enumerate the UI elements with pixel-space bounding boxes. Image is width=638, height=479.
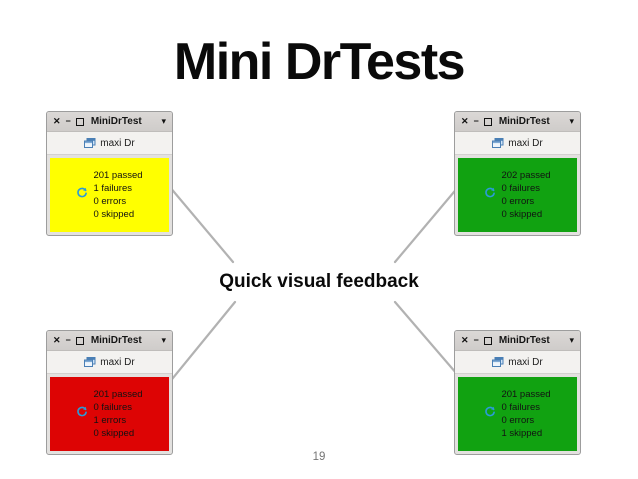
maxi-dr-label: maxi Dr — [508, 137, 543, 149]
maxi-dr-button[interactable]: maxi Dr — [47, 132, 172, 155]
test-stats: 201 passed 1 failures 0 errors 0 skipped — [93, 169, 142, 221]
minimize-icon[interactable]: − — [473, 335, 479, 345]
window-title: MiniDrTest — [90, 335, 142, 346]
test-stats: 201 passed 0 failures 0 errors 1 skipped — [501, 388, 550, 440]
stat-errors: 0 errors — [93, 196, 127, 207]
stat-failures: 0 failures — [93, 402, 132, 413]
center-callout: Quick visual feedback — [219, 271, 419, 292]
stat-failures: 0 failures — [501, 183, 540, 194]
status-panel: 201 passed 1 failures 0 errors 0 skipped — [50, 158, 169, 232]
chevron-down-icon[interactable]: ▾ — [161, 335, 166, 345]
minimize-icon[interactable]: − — [473, 116, 479, 126]
page-number: 19 — [312, 451, 326, 463]
stat-failures: 1 failures — [93, 183, 132, 194]
slide-title: Mini DrTests — [173, 33, 466, 91]
mini-drtest-window-bottom-left: ✕ − MiniDrTest ▾ maxi Dr 201 passed 0 fa… — [46, 330, 173, 455]
mini-drtest-window-top-left: ✕ − MiniDrTest ▾ maxi Dr 201 passed 1 fa… — [46, 111, 173, 236]
chevron-down-icon[interactable]: ▾ — [569, 116, 574, 126]
close-icon[interactable]: ✕ — [53, 116, 61, 126]
window-restore-icon — [492, 138, 504, 148]
window-title: MiniDrTest — [498, 335, 550, 346]
test-stats: 201 passed 0 failures 1 errors 0 skipped — [93, 388, 142, 440]
refresh-icon[interactable] — [484, 406, 496, 418]
maximize-icon[interactable] — [483, 117, 492, 126]
window-titlebar[interactable]: ✕ − MiniDrTest ▾ — [455, 112, 580, 132]
status-panel: 201 passed 0 failures 0 errors 1 skipped — [458, 377, 577, 451]
maximize-icon[interactable] — [75, 336, 84, 345]
window-restore-icon — [84, 357, 96, 367]
window-title: MiniDrTest — [498, 116, 550, 127]
stat-errors: 0 errors — [501, 415, 535, 426]
refresh-icon[interactable] — [76, 187, 88, 199]
close-icon[interactable]: ✕ — [461, 116, 469, 126]
stat-skipped: 0 skipped — [93, 209, 135, 220]
stat-skipped: 0 skipped — [501, 209, 543, 220]
close-icon[interactable]: ✕ — [53, 335, 61, 345]
chevron-down-icon[interactable]: ▾ — [161, 116, 166, 126]
stat-passed: 201 passed — [501, 389, 551, 400]
window-titlebar[interactable]: ✕ − MiniDrTest ▾ — [47, 112, 172, 132]
mini-drtest-window-bottom-right: ✕ − MiniDrTest ▾ maxi Dr 201 passed 0 fa… — [454, 330, 581, 455]
stat-errors: 0 errors — [501, 196, 535, 207]
status-panel: 201 passed 0 failures 1 errors 0 skipped — [50, 377, 169, 451]
window-restore-icon — [84, 138, 96, 148]
close-icon[interactable]: ✕ — [461, 335, 469, 345]
maxi-dr-label: maxi Dr — [100, 356, 135, 368]
maximize-icon[interactable] — [483, 336, 492, 345]
maximize-icon[interactable] — [75, 117, 84, 126]
stat-skipped: 1 skipped — [501, 428, 543, 439]
mini-drtest-window-top-right: ✕ − MiniDrTest ▾ maxi Dr 202 passed 0 fa… — [454, 111, 581, 236]
minimize-icon[interactable]: − — [65, 335, 71, 345]
maxi-dr-button[interactable]: maxi Dr — [47, 351, 172, 374]
status-panel: 202 passed 0 failures 0 errors 0 skipped — [458, 158, 577, 232]
stat-failures: 0 failures — [501, 402, 540, 413]
maxi-dr-button[interactable]: maxi Dr — [455, 351, 580, 374]
test-stats: 202 passed 0 failures 0 errors 0 skipped — [501, 169, 550, 221]
window-title: MiniDrTest — [90, 116, 142, 127]
window-titlebar[interactable]: ✕ − MiniDrTest ▾ — [455, 331, 580, 351]
window-restore-icon — [492, 357, 504, 367]
window-titlebar[interactable]: ✕ − MiniDrTest ▾ — [47, 331, 172, 351]
stat-passed: 201 passed — [93, 170, 143, 181]
stat-skipped: 0 skipped — [93, 428, 135, 439]
maxi-dr-button[interactable]: maxi Dr — [455, 132, 580, 155]
stat-errors: 1 errors — [93, 415, 127, 426]
refresh-icon[interactable] — [76, 406, 88, 418]
minimize-icon[interactable]: − — [65, 116, 71, 126]
maxi-dr-label: maxi Dr — [508, 356, 543, 368]
chevron-down-icon[interactable]: ▾ — [569, 335, 574, 345]
stat-passed: 202 passed — [501, 170, 551, 181]
stat-passed: 201 passed — [93, 389, 143, 400]
maxi-dr-label: maxi Dr — [100, 137, 135, 149]
refresh-icon[interactable] — [484, 187, 496, 199]
